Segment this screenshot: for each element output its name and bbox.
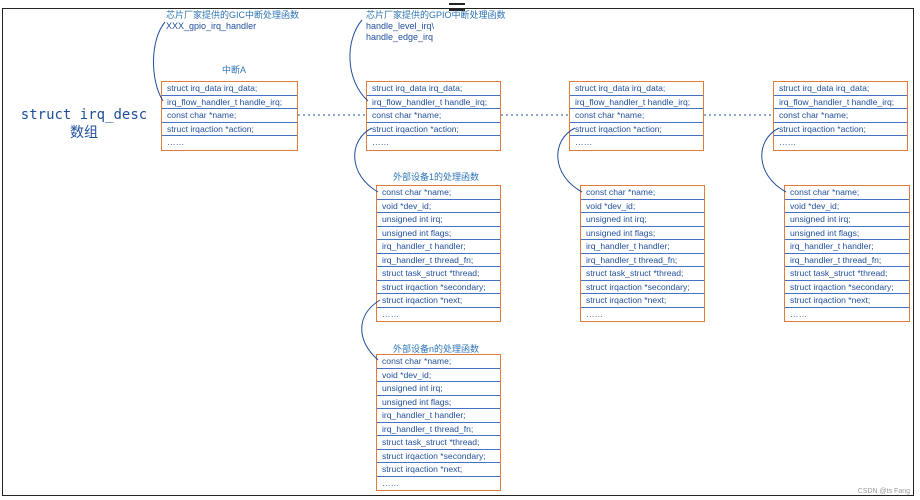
field-row: irq_flow_handler_t handle_irq; <box>570 96 703 109</box>
next-connector <box>361 299 381 361</box>
field-row: …… <box>586 308 604 319</box>
gpio-handler-level: handle_level_irq\ <box>366 21 435 31</box>
irq-desc-entry-1: struct irq_data irq_data;irq_flow_handle… <box>161 81 298 151</box>
field-row: irq_flow_handler_t handle_irq; <box>162 96 297 109</box>
field-row: unsigned int flags; <box>377 227 500 240</box>
field-row: struct irqaction *secondary; <box>377 450 500 463</box>
field-row: struct irqaction *next; <box>785 294 909 308</box>
diagram-frame <box>2 8 914 496</box>
field-row: struct irq_data irq_data; <box>774 82 907 96</box>
irq-desc-entry-2: struct irq_data irq_data;irq_flow_handle… <box>366 81 501 151</box>
field-row: …… <box>167 137 185 147</box>
irq-a-label: 中断A <box>222 65 247 75</box>
field-row: unsigned int flags; <box>581 227 704 240</box>
field-row: void *dev_id; <box>377 369 500 382</box>
title-line-1: struct irq_desc <box>20 107 148 123</box>
field-row: unsigned int irq; <box>785 213 909 227</box>
field-row: struct irqaction *secondary; <box>581 281 704 294</box>
devn-caption: 外部设备n的处理函数 <box>393 344 480 354</box>
field-row: irq_flow_handler_t handle_irq; <box>774 96 907 109</box>
field-row: struct irqaction *action; <box>162 123 297 136</box>
irqaction-dev1: const char *name;void *dev_id;unsigned i… <box>376 185 501 322</box>
field-row: const char *name; <box>785 186 909 200</box>
gpio-handler-edge: handle_edge_irq <box>366 32 434 42</box>
field-row: struct task_struct *thread; <box>377 436 500 450</box>
field-row: const char *name; <box>377 355 500 369</box>
field-row: …… <box>382 308 400 319</box>
field-row: struct irqaction *next; <box>377 463 500 477</box>
field-row: unsigned int flags; <box>785 227 909 240</box>
field-row: struct task_struct *thread; <box>377 267 500 281</box>
field-row: struct irqaction *next; <box>377 294 500 308</box>
field-row: irq_handler_t handler; <box>581 240 704 254</box>
irqaction-devn: const char *name;void *dev_id;unsigned i… <box>376 354 501 491</box>
field-row: void *dev_id; <box>581 200 704 213</box>
field-row: unsigned int flags; <box>377 396 500 409</box>
title-line-2: 数组 <box>70 125 98 141</box>
field-row: struct irqaction *secondary; <box>377 281 500 294</box>
gic-connector <box>153 21 166 102</box>
dev1-caption: 外部设备1的处理函数 <box>393 172 480 182</box>
field-row: …… <box>575 137 593 147</box>
field-row: …… <box>372 137 390 147</box>
field-row: const char *name; <box>162 109 297 123</box>
field-row: const char *name; <box>377 186 500 200</box>
field-row: const char *name; <box>581 186 704 200</box>
watermark: CSDN @ts Fang <box>857 488 910 495</box>
field-row: struct irq_data irq_data; <box>367 82 500 96</box>
field-row: struct irqaction *action; <box>774 123 907 136</box>
field-row: irq_handler_t handler; <box>377 240 500 254</box>
irqaction-entry-4: const char *name;void *dev_id;unsigned i… <box>784 185 910 322</box>
field-row: void *dev_id; <box>377 200 500 213</box>
field-row: …… <box>779 137 797 147</box>
top-marker <box>449 3 465 11</box>
field-row: irq_handler_t thread_fn; <box>377 423 500 436</box>
field-row: …… <box>790 308 808 319</box>
field-row: struct irqaction *secondary; <box>785 281 909 294</box>
field-row: const char *name; <box>774 109 907 123</box>
field-row: const char *name; <box>367 109 500 123</box>
field-row: irq_handler_t thread_fn; <box>581 254 704 267</box>
field-row: irq_handler_t thread_fn; <box>785 254 909 267</box>
irq-desc-array-title: struct irq_desc 数组 <box>14 106 154 142</box>
field-row: unsigned int irq; <box>377 382 500 396</box>
field-row: struct irq_data irq_data; <box>570 82 703 96</box>
field-row: struct task_struct *thread; <box>785 267 909 281</box>
field-row: struct irqaction *action; <box>367 123 500 136</box>
gpio-caption: 芯片厂家提供的GPIO中断处理函数 <box>366 10 506 20</box>
action-connector-3 <box>557 127 583 193</box>
gic-handler-name: XXX_gpio_irq_handler <box>166 21 257 31</box>
field-row: const char *name; <box>570 109 703 123</box>
field-row: irq_handler_t thread_fn; <box>377 254 500 267</box>
action-connector-4 <box>761 127 787 193</box>
gic-caption: 芯片厂家提供的GIC中断处理函数 <box>166 10 300 20</box>
field-row: struct irqaction *next; <box>581 294 704 308</box>
field-row: irq_handler_t handler; <box>785 240 909 254</box>
field-row: unsigned int irq; <box>377 213 500 227</box>
action-connector-2 <box>354 127 379 193</box>
irq-desc-entry-4: struct irq_data irq_data;irq_flow_handle… <box>773 81 908 151</box>
irqaction-entry-3: const char *name;void *dev_id;unsigned i… <box>580 185 705 322</box>
field-row: irq_flow_handler_t handle_irq; <box>367 96 500 109</box>
field-row: struct irq_data irq_data; <box>162 82 297 96</box>
field-row: void *dev_id; <box>785 200 909 213</box>
field-row: struct irqaction *action; <box>570 123 703 136</box>
gpio-connector <box>349 19 369 102</box>
field-row: irq_handler_t handler; <box>377 409 500 423</box>
field-row: unsigned int irq; <box>581 213 704 227</box>
field-row: struct task_struct *thread; <box>581 267 704 281</box>
irq-desc-entry-3: struct irq_data irq_data;irq_flow_handle… <box>569 81 704 151</box>
field-row: …… <box>382 477 400 488</box>
